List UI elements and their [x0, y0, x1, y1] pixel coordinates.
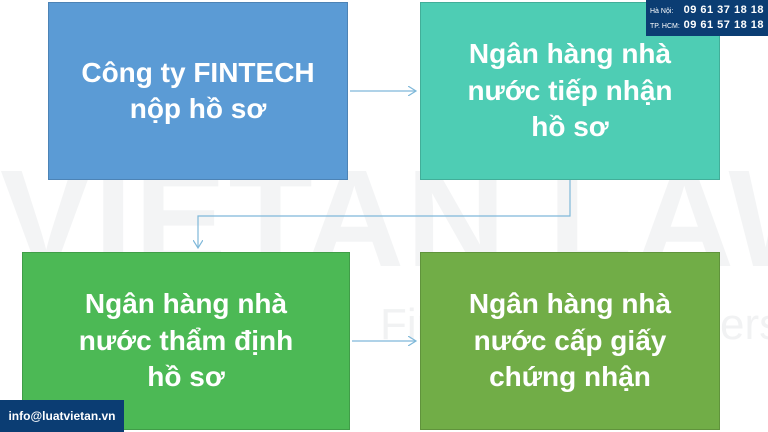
- hcm-phone[interactable]: 09 61 57 18 18: [683, 19, 764, 31]
- contact-phones: Hà Nội: 09 61 37 18 18 TP. HCM: 09 61 57…: [646, 0, 768, 36]
- step-4-label: Ngân hàng nhà nước cấp giấy chứng nhận: [468, 288, 672, 393]
- step-3-label: Ngân hàng nhà nước thẩm định hồ sơ: [78, 288, 294, 393]
- hanoi-label: Hà Nội:: [650, 8, 674, 15]
- email-banner: info@luatvietan.vn: [0, 400, 124, 432]
- step-1-label: Công ty FINTECH nộp hồ sơ: [81, 56, 315, 124]
- step-2-box: Ngân hàng nhà nước tiếp nhận hồ sơ: [420, 2, 720, 180]
- email-link[interactable]: info@luatvietan.vn: [8, 409, 116, 423]
- hcm-label: TP. HCM:: [650, 23, 680, 30]
- step-4-box: Ngân hàng nhà nước cấp giấy chứng nhận: [420, 252, 720, 430]
- step-2-label: Ngân hàng nhà nước tiếp nhận hồ sơ: [467, 38, 673, 143]
- hanoi-phone[interactable]: 09 61 37 18 18: [683, 4, 764, 16]
- hcm-phone-row: TP. HCM: 09 61 57 18 18: [650, 19, 764, 34]
- hanoi-phone-row: Hà Nội: 09 61 37 18 18: [650, 4, 764, 19]
- step-3-box: Ngân hàng nhà nước thẩm định hồ sơ: [22, 252, 350, 430]
- step-1-box: Công ty FINTECH nộp hồ sơ: [48, 2, 348, 180]
- watermark-tagline-right: ers.: [720, 300, 768, 349]
